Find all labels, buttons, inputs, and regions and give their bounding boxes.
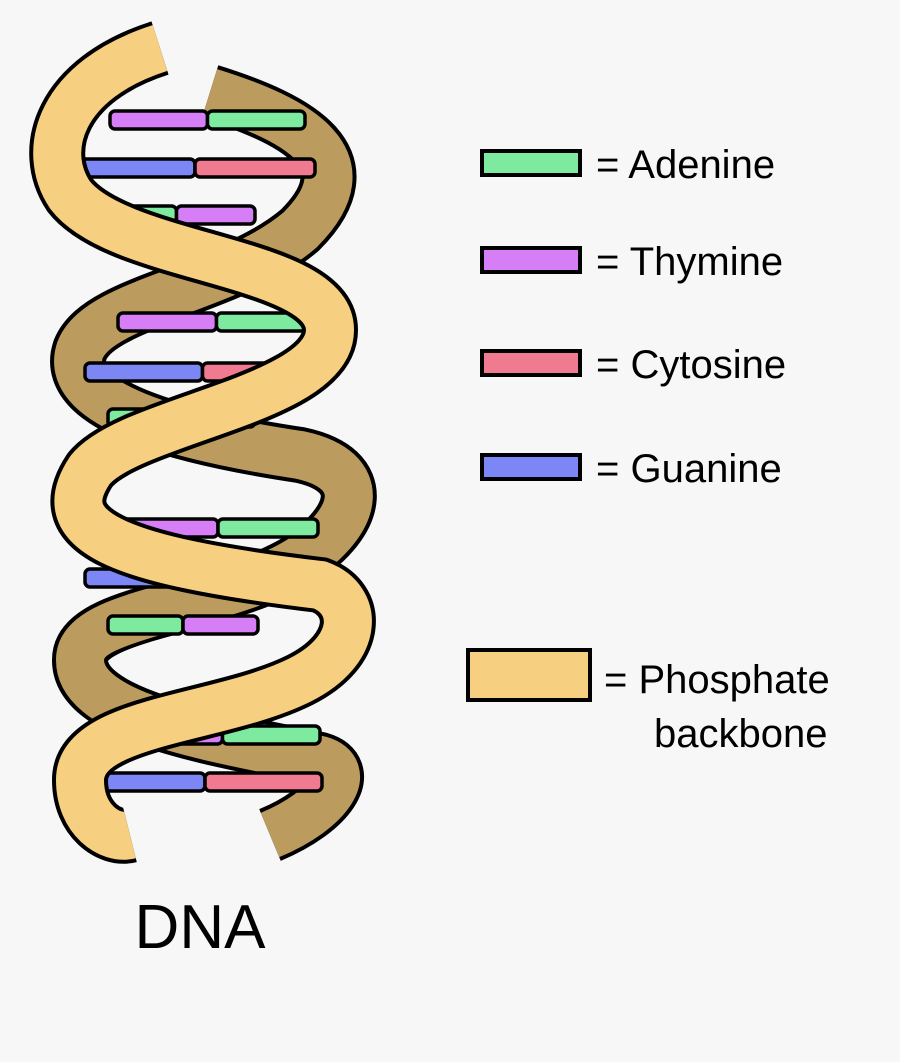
cytosine-base [193, 157, 317, 179]
backbone-swatch [466, 648, 592, 702]
thymine-swatch [480, 246, 582, 274]
thymine-base [116, 311, 219, 333]
thymine-base [174, 204, 257, 226]
guanine-swatch [480, 453, 582, 481]
cytosine-swatch [480, 349, 582, 377]
guanine-label: = Guanine [596, 447, 782, 491]
cytosine-base [203, 771, 324, 793]
legend: = Adenine = Thymine = Cytosine = Guanine [480, 143, 786, 491]
adenine-base [106, 614, 185, 636]
adenine-label: = Adenine [596, 143, 775, 187]
backbone-label-line2: backbone [654, 712, 827, 756]
legend-item-guanine: = Guanine [480, 447, 782, 491]
adenine-base [205, 109, 307, 131]
guanine-base [83, 361, 205, 383]
thymine-label: = Thymine [596, 240, 783, 284]
thymine-base [181, 614, 260, 636]
legend-item-adenine: = Adenine [480, 143, 775, 187]
legend-item-cytosine: = Cytosine [480, 343, 786, 387]
backbone-label-line1: = Phosphate [604, 658, 830, 702]
adenine-swatch [480, 149, 582, 177]
guanine-base [73, 157, 197, 179]
backbone-legend: = Phosphate backbone [466, 648, 830, 756]
double-helix [29, 21, 377, 864]
cytosine-label: = Cytosine [596, 343, 786, 387]
legend-item-thymine: = Thymine [480, 240, 783, 284]
adenine-base [216, 517, 320, 539]
diagram-caption: DNA [135, 893, 267, 962]
thymine-base [108, 109, 210, 131]
front-backbone-strand [33, 25, 372, 860]
